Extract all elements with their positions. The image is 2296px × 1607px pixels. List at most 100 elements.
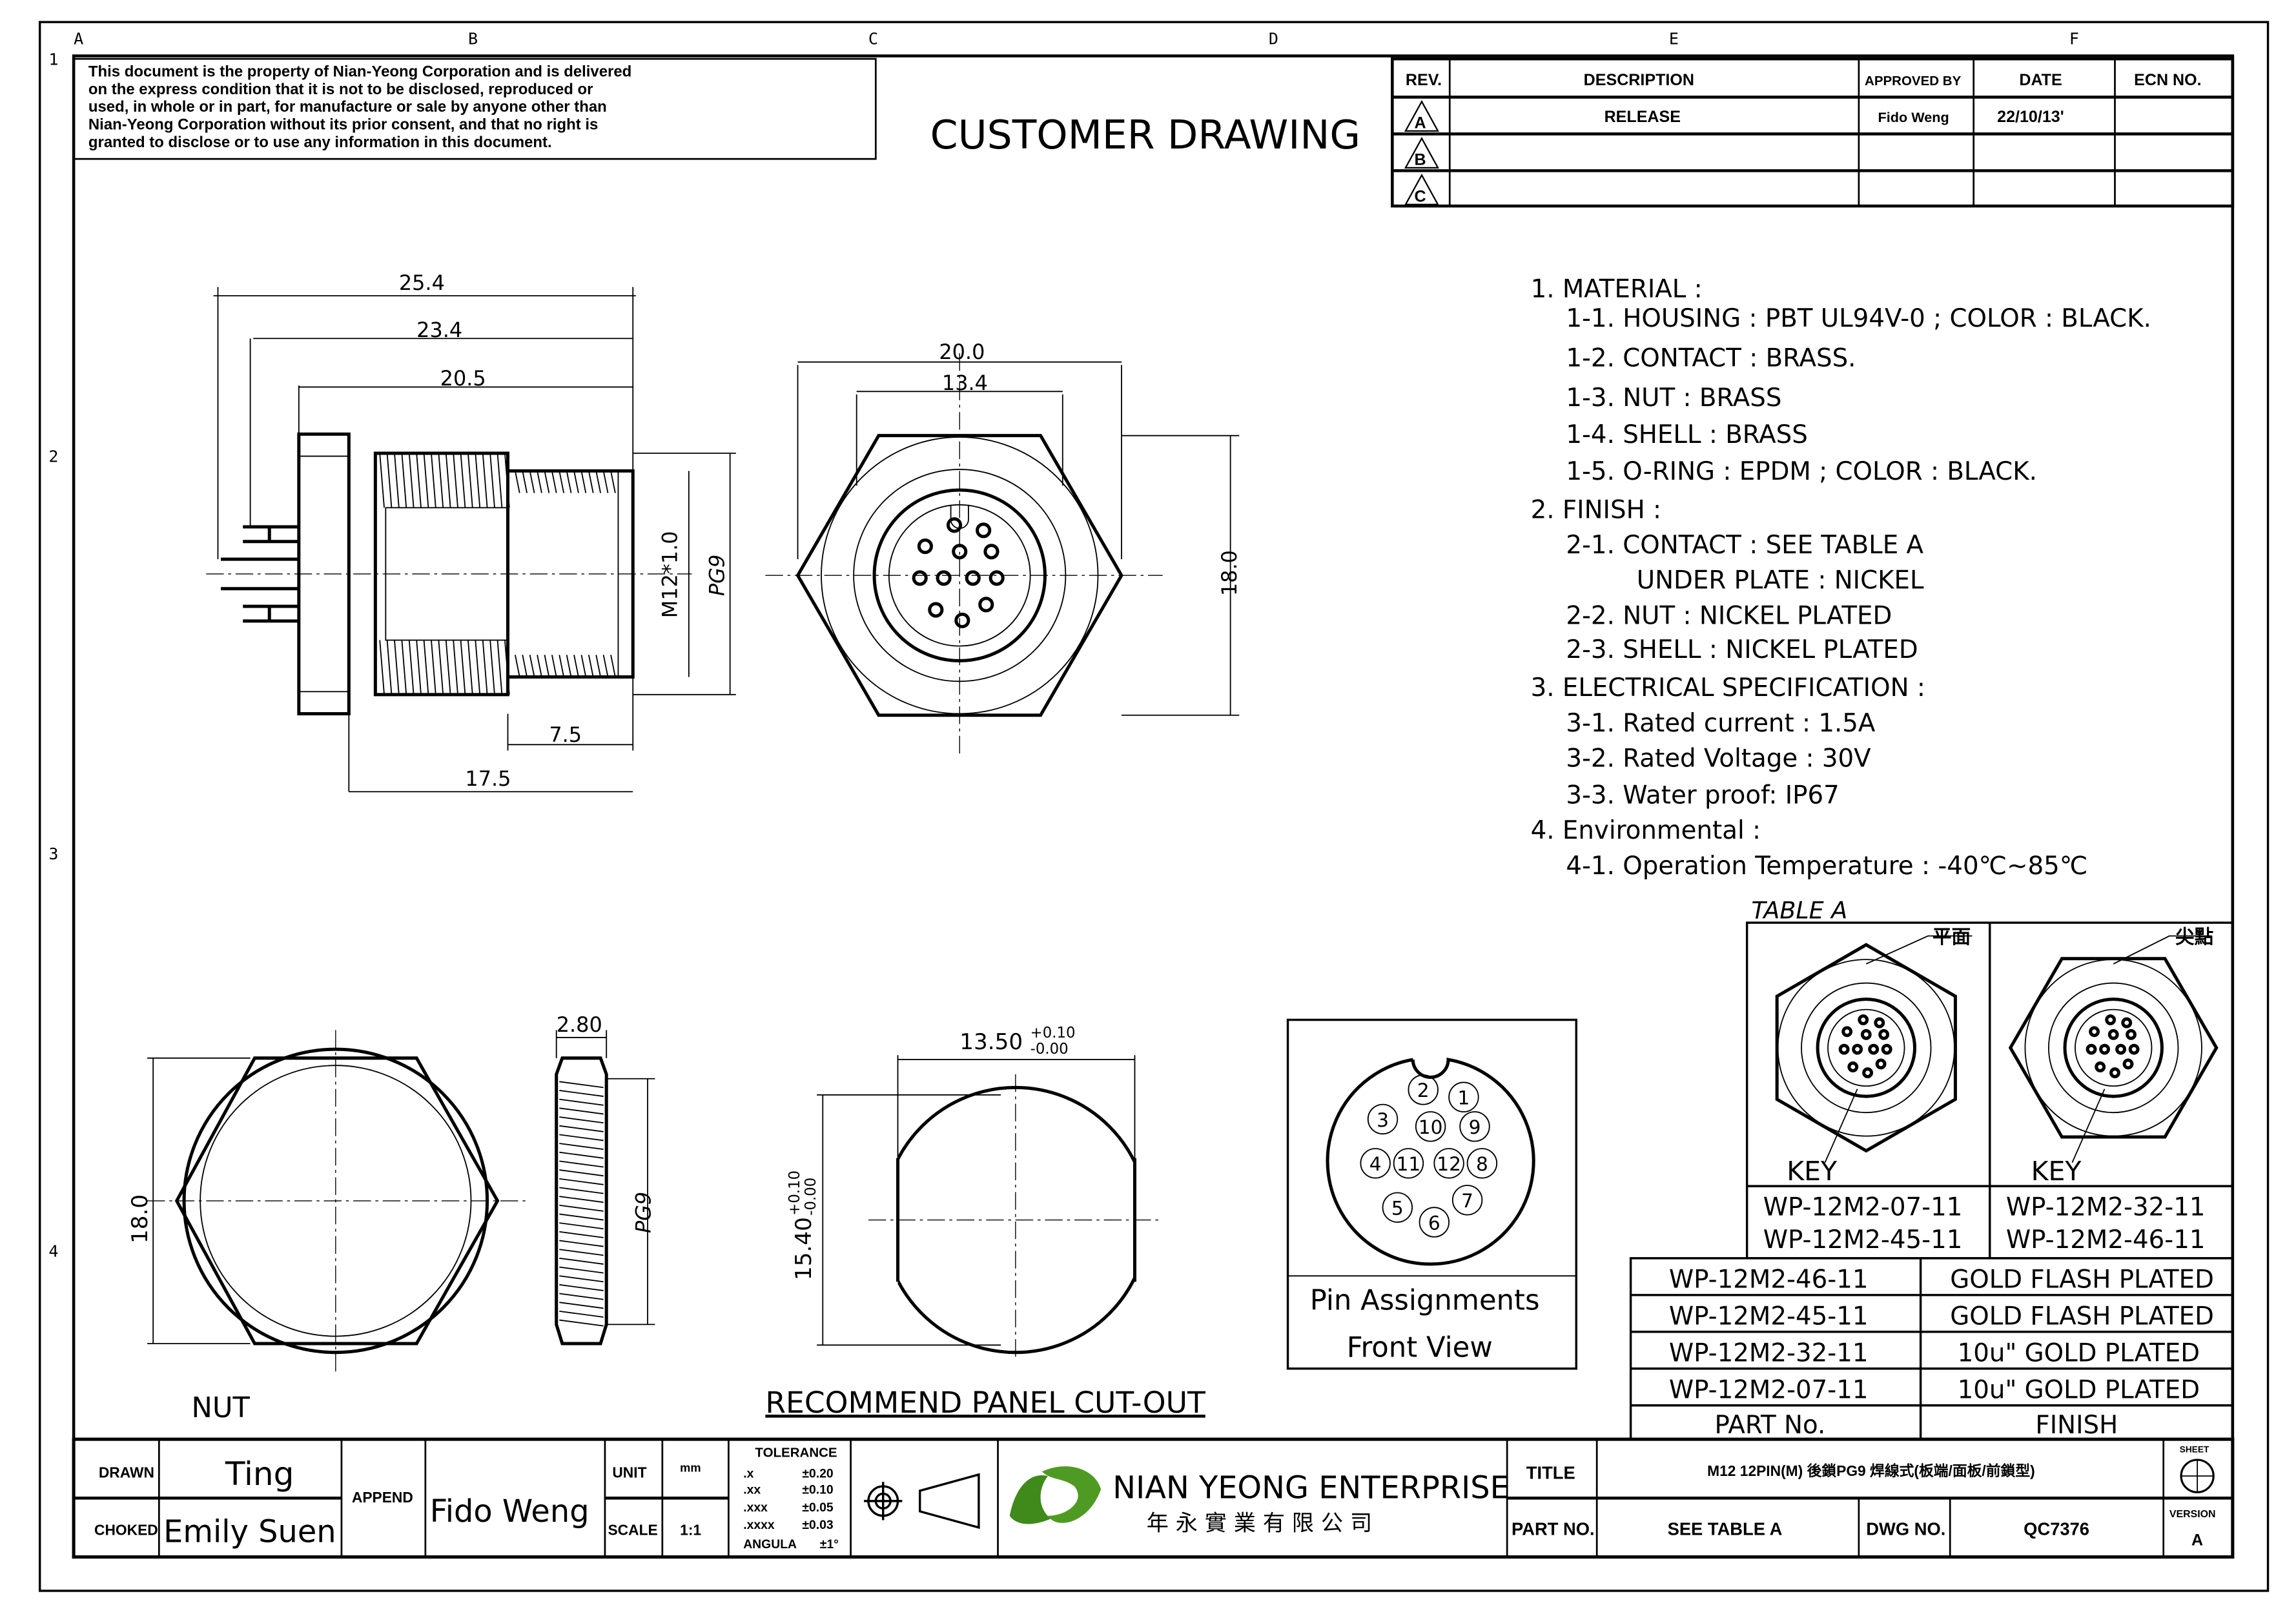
thread-line <box>559 1257 604 1265</box>
ring <box>2063 998 2164 1098</box>
part-number: WP-12M2-32-11 <box>1669 1338 1869 1367</box>
pin-4 <box>1360 1148 1391 1179</box>
contact-pin <box>1881 1043 1892 1055</box>
pin-2 <box>1408 1074 1439 1105</box>
thread-line <box>559 1196 604 1203</box>
panel-cutout: 13.50 +0.10 -0.00 15.40 +0.10 -0.00 RECO… <box>765 1025 1205 1420</box>
thread-line <box>559 1081 604 1089</box>
thread-line <box>559 1275 604 1283</box>
tol-val: ±0.05 <box>802 1500 834 1515</box>
thread-line <box>559 1151 604 1159</box>
notice-line: granted to disclose or to use any inform… <box>88 134 552 151</box>
thread-line <box>580 471 587 677</box>
part-no-label: PART NO. <box>1512 1519 1595 1539</box>
key-right: KEY <box>2031 1156 2082 1187</box>
unit-value: mm <box>680 1460 701 1474</box>
dim-20-5: 20.5 <box>440 366 486 391</box>
ring <box>1777 959 1955 1137</box>
pin-number: 6 <box>1428 1211 1440 1234</box>
callout-point: 尖點 <box>2175 926 2213 948</box>
ring <box>2075 1008 2153 1087</box>
tol-val: ±0.03 <box>802 1518 834 1532</box>
version-label: VERSION <box>2169 1509 2216 1520</box>
dwg-no-value: QC7376 <box>2024 1519 2089 1539</box>
grid-col-d: D <box>1269 29 1278 48</box>
note-line: 2. FINISH : <box>1531 495 1661 524</box>
pin-number: 5 <box>1391 1197 1404 1220</box>
revision-table: REV. DESCRIPTION APPROVED BY DATE ECN NO… <box>1391 57 2235 208</box>
pin-10 <box>1415 1111 1446 1142</box>
part-number: WP-12M2-46-11 <box>1669 1265 1869 1294</box>
thread-line <box>445 453 451 695</box>
dwg-no-label: DWG NO. <box>1866 1519 1945 1539</box>
rev-b: B <box>1415 150 1426 169</box>
grid-col-a: A <box>74 29 83 48</box>
unit-label: UNIT <box>612 1464 646 1480</box>
nut-dim-pg9: PG9 <box>631 1192 656 1233</box>
part-no-value: SEE TABLE A <box>1668 1519 1783 1539</box>
thread-line <box>559 1116 604 1124</box>
thread-line <box>595 471 601 677</box>
cutout-label: RECOMMEND PANEL CUT-OUT <box>765 1386 1205 1420</box>
contact-pin <box>912 570 928 586</box>
scale-label: SCALE <box>608 1521 657 1538</box>
contact-pin <box>2128 1043 2140 1055</box>
note-line: 1-5. O-RING : EPDM ; COLOR : BLACK. <box>1566 457 2037 486</box>
thread-line <box>416 453 422 695</box>
tol-val: ±0.10 <box>802 1482 833 1497</box>
thread-line <box>559 1231 604 1238</box>
note-line: 3. ELECTRICAL SPECIFICATION : <box>1531 673 1925 702</box>
ecn-header: ECN NO. <box>2134 71 2201 89</box>
thread-line <box>482 453 488 695</box>
dim-23-4: 23.4 <box>416 318 462 342</box>
append-label: APPEND <box>352 1489 413 1506</box>
contact-pin <box>2109 1067 2120 1079</box>
title-value: M12 12PIN(M) 後鎖PG9 焊線式(板端/面板/前鎖型) <box>1707 1462 2035 1479</box>
grid-row-4: 4 <box>48 1242 58 1261</box>
drawn-value: Ting <box>225 1455 294 1493</box>
thread-line <box>394 453 400 695</box>
contact-pin <box>1874 1017 1885 1029</box>
thread-line <box>559 1107 604 1115</box>
note-line: 2-1. CONTACT : SEE TABLE A <box>1566 531 1923 560</box>
thread-line <box>559 1125 604 1132</box>
thread-line <box>559 1213 604 1221</box>
dim-20-0: 20.0 <box>939 340 985 364</box>
pin-11 <box>1393 1148 1424 1179</box>
scale-value: 1:1 <box>680 1521 701 1538</box>
contact-pin <box>983 544 999 560</box>
thread-line <box>559 1134 604 1141</box>
note-line: 3-2. Rated Voltage : 30V <box>1566 744 1871 773</box>
thread-line <box>544 471 550 677</box>
sheet-label: SHEET <box>2180 1445 2209 1455</box>
title-label: TITLE <box>1526 1463 1575 1483</box>
thread-line <box>559 1284 604 1291</box>
thread-line <box>588 471 594 677</box>
part-number: WP-12M2-07-11 <box>1669 1375 1869 1404</box>
tol-key: .xx <box>743 1482 761 1497</box>
title-block: DRAWN Ting CHOKED Emily Suen APPEND Fido… <box>72 1437 2235 1559</box>
finish: 10u" GOLD PLATED <box>1958 1375 2200 1404</box>
company-name-cn: 年 永 實 業 有 限 公 司 <box>1147 1510 1372 1536</box>
ring <box>1801 982 1932 1114</box>
projection-symbol-icon <box>864 1473 980 1530</box>
note-line: UNDER PLATE : NICKEL <box>1637 566 1924 595</box>
pin-number: 11 <box>1397 1152 1421 1175</box>
pin-number: 9 <box>1469 1116 1481 1138</box>
tol-key: ANGULA <box>743 1537 797 1551</box>
key-left: KEY <box>1787 1156 1838 1187</box>
thread-line <box>379 453 385 695</box>
thread-line <box>475 453 481 695</box>
thread-line <box>559 1098 604 1106</box>
notice-line: Nian-Yeong Corporation without its prior… <box>88 116 598 134</box>
thread-line <box>610 471 616 677</box>
notice-line: on the express condition that it is not … <box>88 81 593 98</box>
note-line: 3-3. Water proof: IP67 <box>1566 781 1839 810</box>
ring <box>2048 982 2179 1114</box>
thread-line <box>460 453 466 695</box>
contact-pin <box>1841 1026 1853 1038</box>
contact-pin <box>2095 1061 2106 1072</box>
pin-6 <box>1419 1207 1450 1238</box>
tol-key: .xxxx <box>743 1518 775 1532</box>
contact-pin <box>936 570 952 586</box>
